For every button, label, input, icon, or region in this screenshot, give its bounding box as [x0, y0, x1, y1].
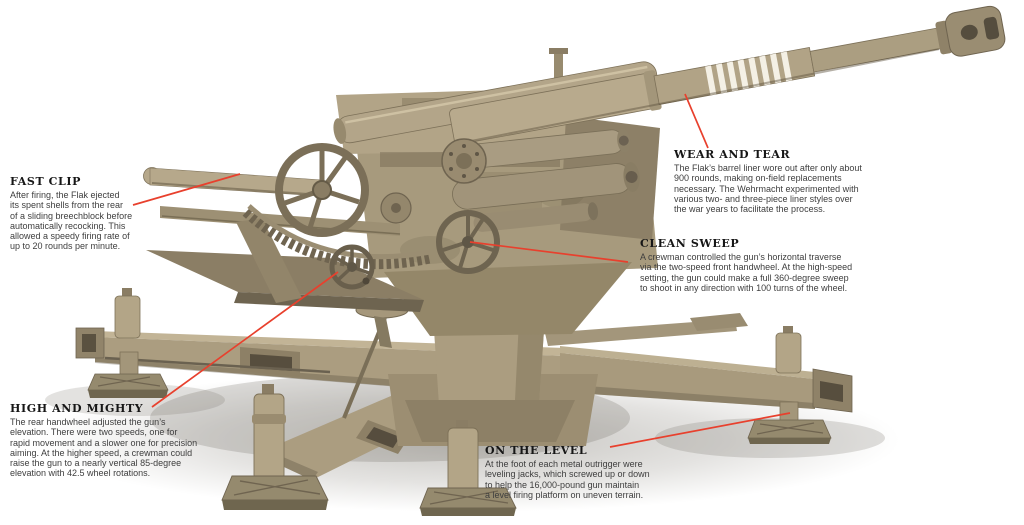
leveling-jack-center: [419, 420, 517, 516]
elevation-handwheel: [329, 244, 375, 290]
recoil-cylinders: [452, 128, 640, 232]
jack-foot-pad: [87, 373, 169, 391]
traverse-handwheel: [436, 210, 500, 274]
annotation-title: FAST CLIP: [10, 175, 81, 188]
annotation-title: ON THE LEVEL: [485, 444, 588, 457]
annotation-title: HIGH AND MIGHTY: [10, 402, 144, 415]
annotation-body: At the foot of each metal outrigger were…: [485, 459, 650, 500]
annotation-body: After firing, the Flak ejected its spent…: [10, 190, 133, 252]
leader-lines: [132, 93, 791, 448]
leader-line-fast-clip: [132, 173, 241, 206]
annotation-on-the-level: ON THE LEVEL At the foot of each metal o…: [485, 444, 673, 500]
annotation-title: CLEAN SWEEP: [640, 237, 740, 250]
barrel-assembly: [333, 5, 1006, 145]
leader-line-clean-sweep: [469, 241, 629, 263]
annotation-title: WEAR AND TEAR: [674, 148, 791, 161]
annotation-fast-clip: FAST CLIP After firing, the Flak ejected…: [10, 175, 180, 252]
jack-foot-pad: [747, 419, 832, 439]
annotation-body: A crewman controlled the gun’s horizonta…: [640, 252, 853, 293]
annotation-clean-sweep: CLEAN SWEEP A crewman controlled the gun…: [640, 237, 862, 293]
sight-mast: [554, 52, 563, 90]
rear-outrigger: [545, 313, 748, 346]
leader-line-high-and-mighty: [151, 271, 339, 408]
mount-flanges: [380, 138, 487, 224]
annotation-wear-and-tear: WEAR AND TEAR The Flak’s barrel liner wo…: [674, 148, 886, 214]
leveling-jack-front: [221, 384, 329, 510]
leader-line-wear-and-tear: [684, 93, 709, 149]
leader-line-on-the-level: [609, 412, 791, 448]
leveling-jack-left: [87, 288, 169, 398]
jack-foot-pad: [221, 475, 329, 501]
annotation-high-and-mighty: HIGH AND MIGHTY The rear handwheel adjus…: [10, 402, 210, 479]
annotation-body: The Flak’s barrel liner wore out after o…: [674, 163, 862, 215]
annotation-body: The rear handwheel adjusted the gun’s el…: [10, 417, 198, 479]
kill-ring-stripes: [705, 51, 793, 96]
training-gear-wheel: [275, 143, 369, 237]
muzzle-brake: [944, 5, 1006, 57]
elevation-gear-arc: [242, 204, 434, 270]
right-outrigger: [560, 346, 853, 413]
